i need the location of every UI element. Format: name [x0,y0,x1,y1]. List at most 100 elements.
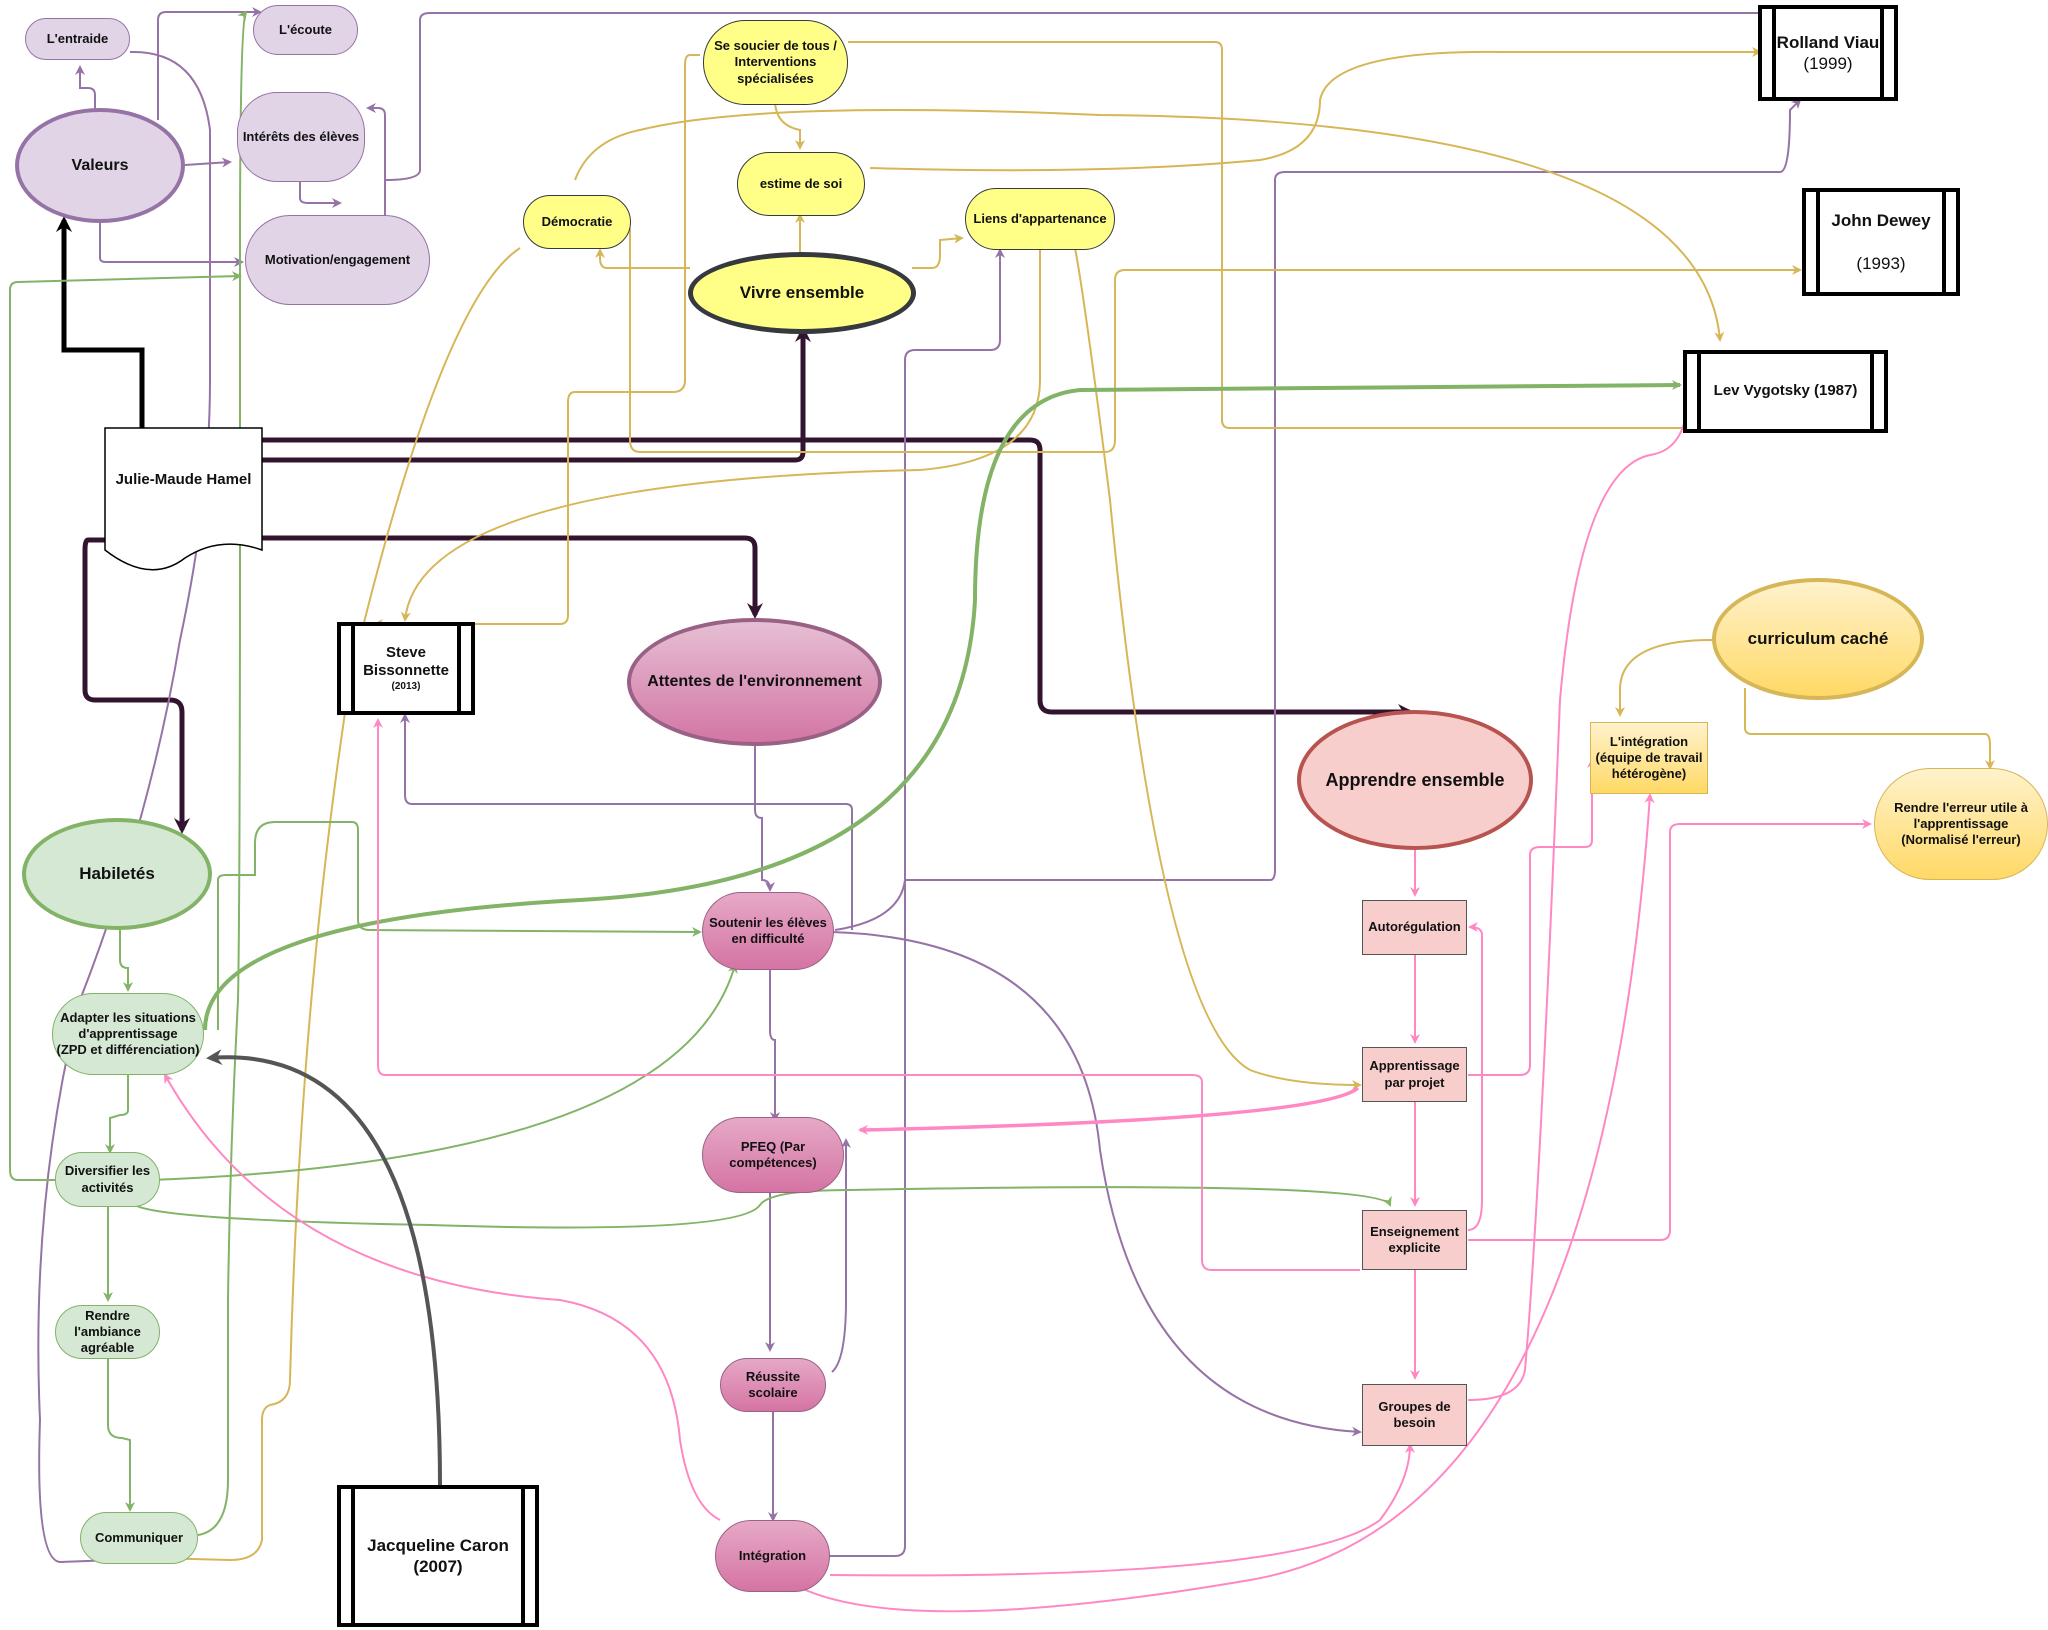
ref-bissonnette[interactable]: Steve Bissonnette(2013) [337,622,475,715]
edge-reussite-pfeq [831,1138,851,1373]
node-soutenir[interactable]: Soutenir les élèves en difficulté [702,892,834,970]
node-autoregulation[interactable]: Autorégulation [1362,900,1467,955]
edge-groupes-vygotsky [1467,398,1693,1401]
edge-democratie-dewey [629,228,1802,453]
bar-left [1772,9,1776,97]
bar-left [1697,354,1701,429]
node-ecoute[interactable]: L'écoute [253,5,358,55]
edge-vivre-democratie [595,248,690,269]
ref-caron-year: (2007) [413,1557,463,1576]
edge-curriculum-erreur [1744,688,1995,770]
node-diversifier[interactable]: Diversifier les activités [55,1152,160,1207]
bar-left [351,626,355,711]
edge-enseignement-autoregulation [1467,922,1483,1231]
bar-right [1870,354,1874,429]
ref-bissonnette-year: (2013) [391,681,421,692]
ref-dewey-year: (1993) [1856,253,1906,273]
node-julie[interactable]: Julie-Maude Hamel [115,470,252,488]
ref-viau-name: Rolland Viau [1776,32,1880,52]
edge-soucier-bissonnette [373,54,700,629]
node-liens[interactable]: Liens d'appartenance [965,188,1115,250]
ref-dewey[interactable]: John Dewey (1993) [1802,188,1960,296]
node-erreur[interactable]: Rendre l'erreur utile à l'apprentissage … [1874,768,2048,880]
edge-soutenir-bissonnette [400,713,853,930]
edge-diversifier-soutenir [149,963,738,1181]
node-attentes[interactable]: Attentes de l'environnement [627,618,882,746]
bar-right [1880,9,1884,97]
edge-integration-liens [830,248,1005,1557]
edge-julie-apprendre [262,437,1414,720]
ref-vygotsky-label: Lev Vygotsky (1987) [1713,382,1858,400]
node-communiquer[interactable]: Communiquer [80,1512,198,1564]
edge-motivation-interets [366,103,386,215]
node-estime[interactable]: estime de soi [737,152,865,216]
edge-ambiance-communiquer [107,1357,135,1512]
edge-apprentissage-pfeq [858,1086,1360,1135]
edge-interets-motivation [299,180,342,208]
edge-valeurs-ecoute [157,7,262,120]
edge-curriculum-integration [1615,639,1713,717]
node-democratie[interactable]: Démocratie [523,195,631,249]
node-valeurs[interactable]: Valeurs [15,108,185,223]
edge-enseignement-bissonnette [373,718,1360,1271]
node-adapter[interactable]: Adapter les situations d'apprentissage (… [52,993,204,1075]
bar-left [351,1489,355,1623]
edge-caron-adapter [206,1049,442,1486]
node-motivation[interactable]: Motivation/engagement [245,215,430,305]
ref-vygotsky[interactable]: Lev Vygotsky (1987) [1683,350,1888,433]
ref-viau-year: (1999) [1803,54,1853,73]
edge-valeurs-interets [184,157,232,168]
julie-document-shape [104,427,263,571]
node-habiletes[interactable]: Habiletés [22,818,212,930]
node-pfeq[interactable]: PFEQ (Par compétences) [702,1117,844,1193]
ref-caron-name: Jacqueline Caron [367,1535,509,1555]
edge-adapter-diversifier [105,1075,129,1154]
node-curriculum[interactable]: curriculum caché [1712,578,1924,700]
bar-right [521,1489,525,1623]
edge-julie-attentes [262,535,763,619]
node-soucier[interactable]: Se soucier de tous / Interventions spéci… [703,20,848,105]
bar-right [457,626,461,711]
edge-julie-valeurs [56,216,145,430]
node-entraide[interactable]: L'entraide [25,18,130,60]
edge-diversifier-motivation [9,271,242,1181]
edge-adapter-soutenir [217,821,702,1030]
edge-julie-habiletes [82,537,190,834]
node-enseignement[interactable]: Enseignement explicite [1362,1210,1467,1270]
edge-valeurs-entraide [75,65,96,110]
ref-viau[interactable]: Rolland Viau (1999) [1758,5,1898,101]
edge-integration-adapter [164,1073,721,1521]
edge-soutenir-pfeq [769,968,780,1122]
edge-integration-integration-eq [794,793,1655,1613]
edge-democratie-vygotsky [574,109,1725,342]
edge-soutenir-viau [834,98,1802,931]
node-apprendre[interactable]: Apprendre ensemble [1297,710,1533,850]
bar-right [1942,192,1946,292]
edge-estime-viau [869,47,1762,172]
edge-adapter-vygotsky [203,380,1682,1031]
edge-valeurs-motivation [99,220,244,267]
node-integration[interactable]: Intégration [715,1520,830,1592]
edge-democratie-communiquer [153,247,521,1564]
edge-vivre-liens [912,233,964,269]
node-reussite[interactable]: Réussite scolaire [720,1358,826,1412]
edge-integration-groupes [829,1443,1415,1577]
bar-left [1816,192,1820,292]
edge-diversifier-enseignement [134,1186,1392,1229]
node-integration-equipe[interactable]: L'intégration (équipe de travail hétérog… [1590,722,1708,794]
ref-caron[interactable]: Jacqueline Caron (2007) [337,1485,539,1627]
edge-communiquer-ecoute [197,10,248,1536]
node-interets[interactable]: Intérêts des élèves [237,92,365,182]
node-groupes[interactable]: Groupes de besoin [1362,1384,1467,1446]
edge-attentes-soutenir [754,745,775,892]
node-ambiance[interactable]: Rendre l'ambiance agréable [55,1305,160,1359]
node-vivre[interactable]: Vivre ensemble [688,252,916,334]
ref-bissonnette-name: Steve Bissonnette [363,643,449,680]
edge-enseignement-erreur [1468,819,1872,1241]
edge-motivation-viau [384,8,1832,220]
edge-soucier-estime [774,99,805,150]
ref-dewey-name: John Dewey [1831,211,1931,231]
node-apprentissage-projet[interactable]: Apprentissage par projet [1362,1047,1467,1102]
edge-soutenir-groupes [831,931,1362,1437]
edge-liens-bissonnette [400,248,1041,622]
